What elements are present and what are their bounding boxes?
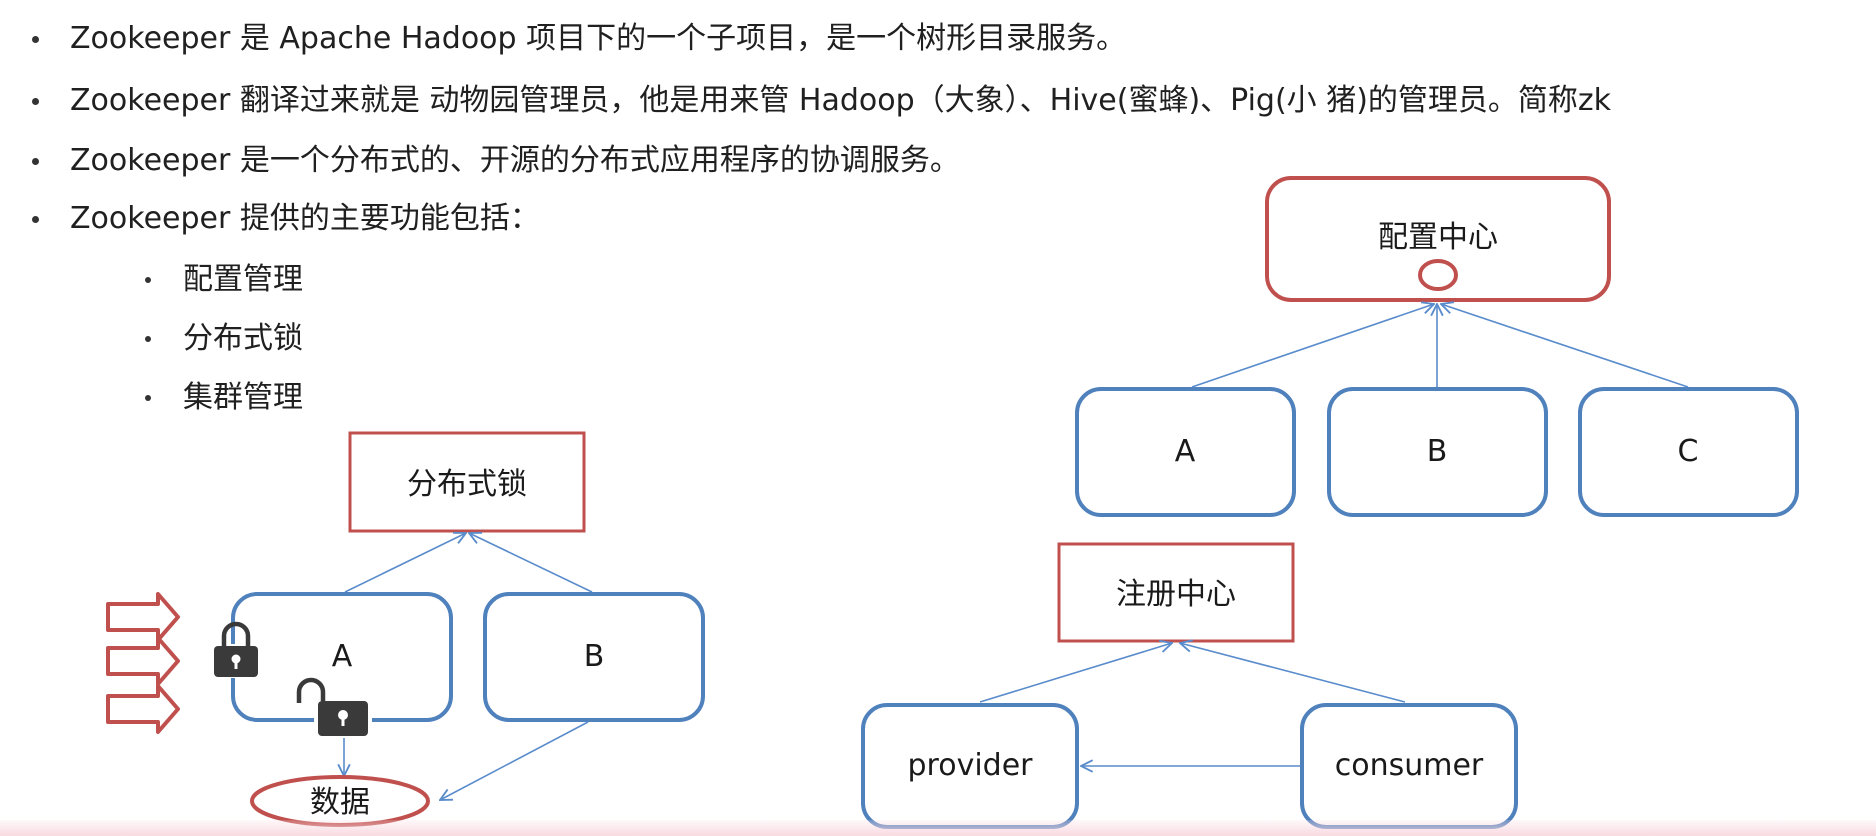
- lock-diagram: 分布式锁 A B 数据: [106, 431, 705, 827]
- bullet-dot: [145, 395, 151, 401]
- registry-top-box: [1057, 542, 1295, 643]
- sub-bullet-text: 集群管理: [183, 380, 303, 415]
- bullet-item: Zookeeper 是 Apache Hadoop 项目下的一个子项目，是一个树…: [32, 18, 1127, 60]
- config-node-b: [1327, 387, 1548, 517]
- padlock-open-icon: [296, 677, 372, 739]
- request-arrows: [106, 592, 180, 734]
- link-b-to-lock: [469, 533, 593, 593]
- config-top-box: [1265, 176, 1611, 302]
- config-node-c-label: C: [1678, 434, 1699, 469]
- config-top-label: 配置中心: [1378, 220, 1498, 255]
- bullet-dot: [145, 336, 151, 342]
- bullet-dot: [145, 277, 151, 283]
- sub-bullet-item: 分布式锁: [145, 318, 303, 360]
- lock-node-b-label: B: [584, 639, 605, 674]
- padlock-closed-icon: [214, 621, 258, 678]
- config-diagram: 配置中心 A B C: [1075, 176, 1799, 517]
- consumer-label: consumer: [1335, 748, 1484, 783]
- bullet-text: Zookeeper 是一个分布式的、开源的分布式应用程序的协调服务。: [70, 143, 960, 178]
- sub-bullet-item: 配置管理: [145, 259, 303, 301]
- bullet-text: Zookeeper 是 Apache Hadoop 项目下的一个子项目，是一个树…: [70, 21, 1127, 56]
- bullet-dot: [32, 36, 39, 43]
- config-connector-point: [1418, 259, 1458, 291]
- bullet-dot: [32, 216, 39, 223]
- sub-bullet-text: 配置管理: [183, 262, 303, 297]
- lock-top-box: [348, 431, 586, 533]
- bullet-dot: [32, 98, 39, 105]
- lock-node-a-label: A: [332, 639, 353, 674]
- bullet-text: Zookeeper 提供的主要功能包括：: [70, 201, 540, 236]
- bullet-dot: [32, 158, 39, 165]
- config-node-b-label: B: [1427, 434, 1448, 469]
- bullet-text: Zookeeper 翻译过来就是 动物园管理员，他是用来管 Hadoop（大象）…: [70, 83, 1612, 118]
- bullet-item: Zookeeper 翻译过来就是 动物园管理员，他是用来管 Hadoop（大象）…: [32, 80, 1612, 122]
- provider-label: provider: [908, 748, 1034, 783]
- link-consumer-registry: [1180, 643, 1406, 703]
- config-node-c: [1578, 387, 1799, 517]
- request-arrow-icon: [106, 592, 180, 642]
- link-b-to-data: [440, 721, 589, 800]
- lock-top-label: 分布式锁: [407, 467, 527, 502]
- config-node-a: [1075, 387, 1296, 517]
- link-config-c: [1441, 304, 1689, 388]
- data-label: 数据: [310, 785, 370, 820]
- bottom-band: [0, 820, 1876, 836]
- registry-diagram: 注册中心 provider consumer: [861, 542, 1518, 829]
- link-provider-registry: [979, 643, 1172, 703]
- request-arrow-icon: [106, 684, 180, 734]
- registry-top-label: 注册中心: [1116, 577, 1236, 612]
- bullet-item: Zookeeper 是一个分布式的、开源的分布式应用程序的协调服务。: [32, 140, 960, 182]
- link-config-a: [1191, 304, 1434, 388]
- config-node-a-label: A: [1175, 434, 1196, 469]
- sub-bullet-text: 分布式锁: [183, 321, 303, 356]
- request-arrow-icon: [106, 636, 180, 686]
- sub-bullet-item: 集群管理: [145, 377, 303, 419]
- lock-node-b: [483, 592, 705, 722]
- link-a-to-lock: [344, 533, 466, 593]
- bullet-item: Zookeeper 提供的主要功能包括：: [32, 198, 540, 240]
